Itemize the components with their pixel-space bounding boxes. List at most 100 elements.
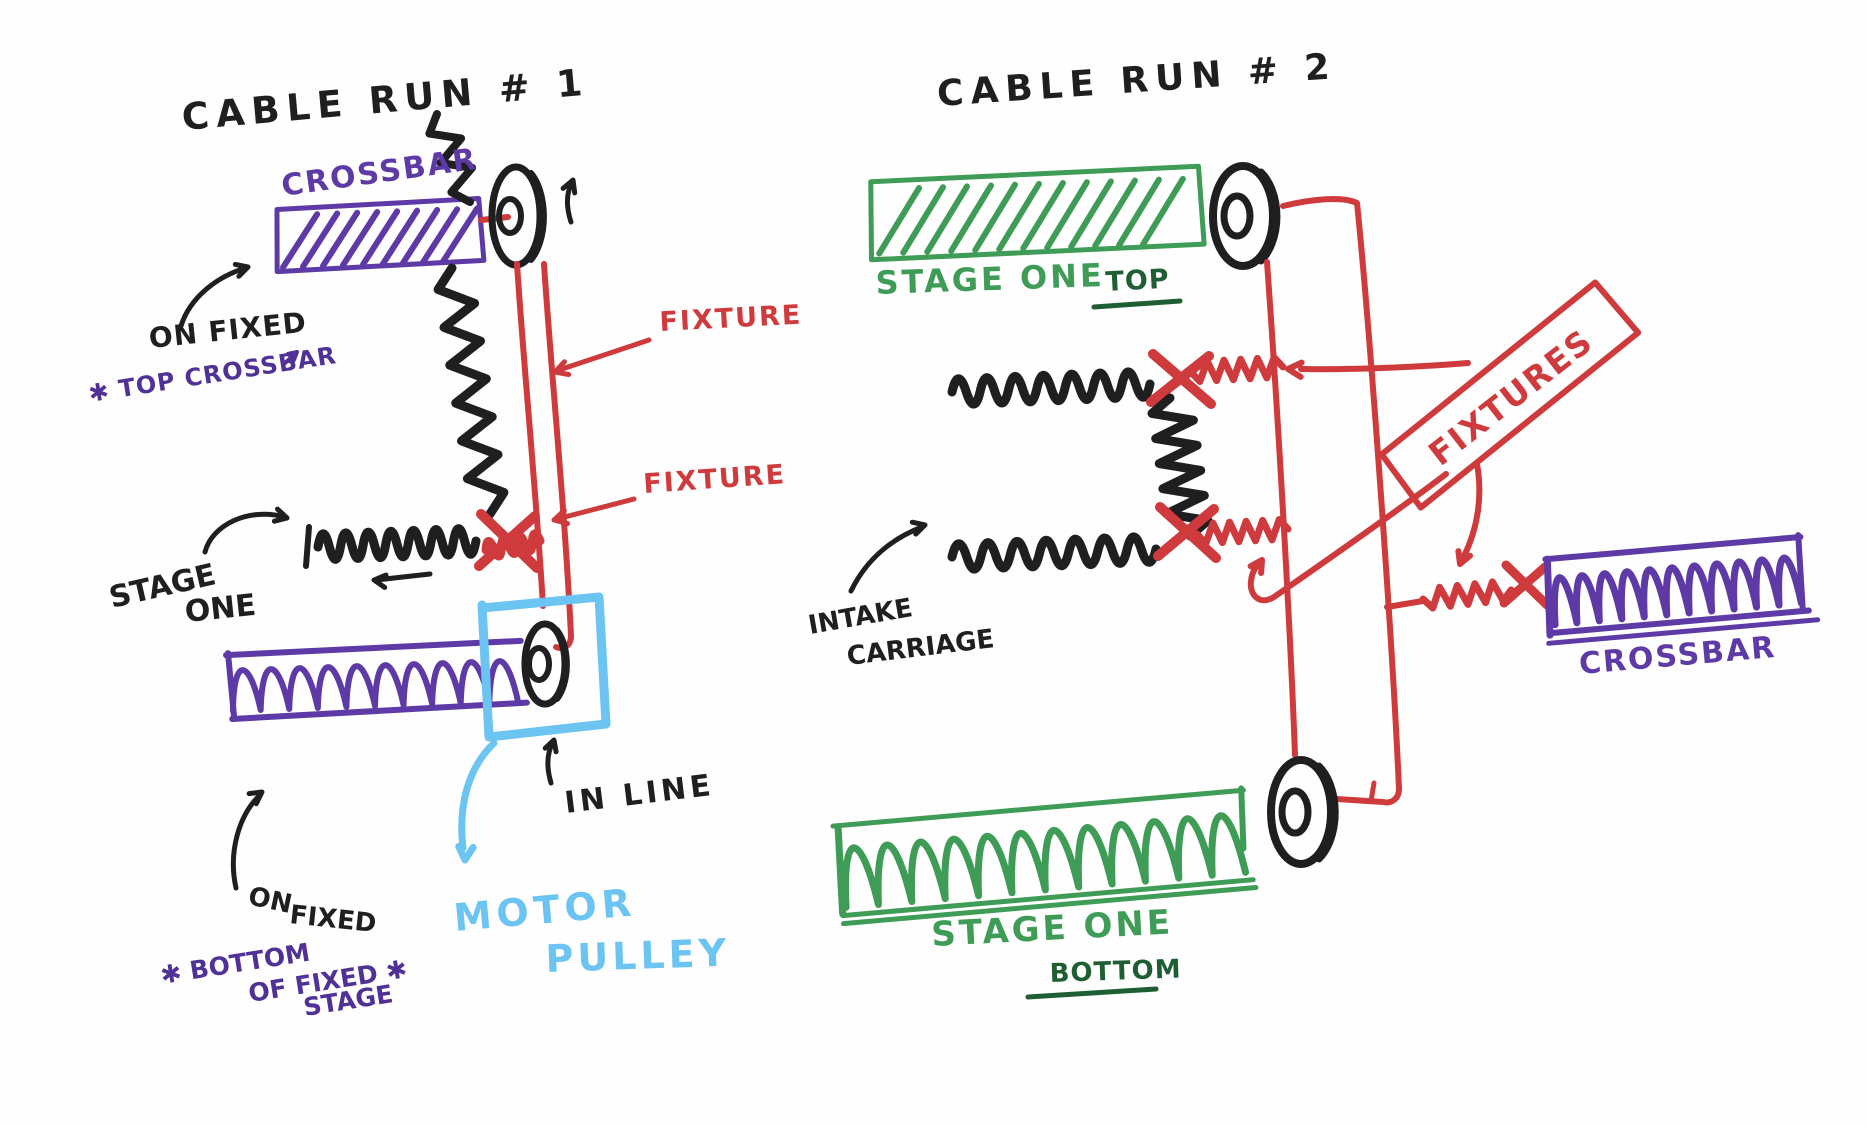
sketch-stroke (1187, 354, 1287, 385)
sketch-stroke (319, 209, 361, 269)
sketch-stroke (834, 824, 847, 918)
sketch-stroke (286, 350, 299, 363)
sketch-stroke (232, 261, 251, 279)
sketch-stroke (1146, 351, 1214, 407)
sketch-stroke (1315, 762, 1339, 863)
sketch-stroke (1384, 598, 1426, 610)
run1-on-fixed-bottom-line2: FIXED (288, 900, 377, 939)
sketch-stroke (947, 532, 1161, 574)
sketch-stroke (1209, 162, 1277, 270)
sketch-stroke (1238, 785, 1247, 852)
sketch-stroke (996, 180, 1042, 253)
sketch-stroke (830, 787, 1246, 829)
sketch-stroke (541, 261, 574, 651)
sketch-stroke (909, 519, 928, 537)
sketch-stroke (477, 592, 611, 742)
sketch-stroke (481, 529, 545, 561)
sketch-stroke (554, 627, 570, 702)
sketch-stroke (1068, 178, 1114, 250)
sketch-stroke (1278, 787, 1312, 837)
sketch-stroke (373, 571, 433, 583)
sketch-stroke (1543, 555, 1554, 639)
sketch-stroke (230, 792, 263, 891)
run2-intake-label-line2: CARRIAGE (845, 624, 996, 672)
sketch-stroke (280, 211, 321, 271)
sketch-stroke (359, 208, 401, 268)
sketch-stroke (1091, 298, 1183, 310)
sketch-stroke (246, 789, 265, 807)
sketch-stroke (313, 524, 481, 564)
sketch-stroke (1257, 168, 1281, 265)
sketch-stroke (947, 367, 1155, 409)
sketch-stroke (1455, 548, 1473, 567)
sketch-stroke (1548, 607, 1812, 637)
sketch-stroke (514, 261, 546, 609)
sketch-stroke (458, 739, 498, 852)
sketch-stroke (274, 195, 487, 275)
run1-fixture-label-upper: FIXTURE (659, 300, 803, 338)
run2-bottom-label: BOTTOM (1049, 954, 1182, 989)
sketch-stroke (1025, 986, 1159, 1000)
sketch-stroke (876, 185, 923, 257)
sketch-stroke (1153, 504, 1219, 561)
run2-top-label: TOP (1105, 264, 1171, 298)
sketch-stroke (924, 183, 970, 255)
sketch-stroke (433, 263, 509, 519)
sketch-stroke (1247, 471, 1449, 604)
run2-stage-one-top-label: STAGE ONE (875, 256, 1105, 302)
sketch-stroke (848, 524, 925, 594)
sketch-stroke (840, 884, 1259, 927)
sketch-stroke (419, 206, 461, 266)
sketch-stroke (560, 177, 578, 196)
sketch-stroke (1378, 279, 1642, 511)
sketch-stroke (1092, 177, 1138, 249)
run1-stage-label-line2: ONE (183, 588, 257, 630)
sketch-stroke (1280, 196, 1402, 806)
sketch-stroke (1419, 578, 1515, 612)
sketch-stroke (271, 506, 290, 524)
run1-in-line-label: IN LINE (563, 768, 717, 821)
run1-title: CABLE RUN # 1 (180, 61, 591, 139)
sketch-stroke (1220, 192, 1254, 240)
run1-on-fixed-label: ON FIXED (147, 306, 308, 355)
sketch-stroke (339, 209, 381, 269)
sketch-stroke (552, 359, 572, 377)
sketch-stroke (379, 207, 421, 267)
sketch-stroke (842, 812, 1250, 911)
sketch-stroke (425, 110, 477, 206)
run2-intake-label-line1: INTAKE (806, 593, 915, 641)
sketch-stroke (399, 206, 441, 267)
run1-pulley-label: PULLEY (545, 931, 731, 981)
sketch-strokes (178, 110, 1821, 1000)
run1-top-crossbar-note: ✱ TOP CROSSBAR (87, 341, 339, 408)
sketch-stroke (439, 205, 481, 265)
sketch-stroke (1542, 533, 1804, 563)
sketch-stroke (496, 196, 524, 236)
sketch-stroke (551, 508, 570, 527)
sketch-stroke (1368, 780, 1377, 804)
sketch-stroke (1193, 516, 1292, 547)
sketch-stroke (1267, 756, 1335, 868)
run1-fixture-label-lower: FIXTURE (642, 459, 787, 500)
sketch-stroke (178, 265, 249, 329)
sketch-stroke (528, 170, 547, 263)
sketch-stroke (1020, 180, 1066, 252)
sketch-stroke (202, 511, 288, 555)
sketch-stroke (1247, 557, 1265, 576)
sketch-stroke (1116, 176, 1162, 249)
sketch-stroke (948, 182, 994, 254)
sketch-stroke (1285, 359, 1305, 380)
sketch-stroke (972, 181, 1018, 254)
sketch-stroke (900, 184, 947, 256)
sketch-stroke (223, 637, 524, 659)
sketch-stroke (371, 572, 389, 590)
sketch-stroke (542, 737, 559, 755)
sketch-stroke (868, 163, 1207, 263)
sketch-stroke (526, 645, 552, 683)
sketch-stroke (564, 179, 575, 225)
cable-run-2-labels: CABLE RUN # 2 STAGE ONE TOP FIXTURES INT… (806, 46, 1778, 989)
sketch-stroke (229, 658, 521, 714)
sketch-stroke (455, 842, 477, 864)
